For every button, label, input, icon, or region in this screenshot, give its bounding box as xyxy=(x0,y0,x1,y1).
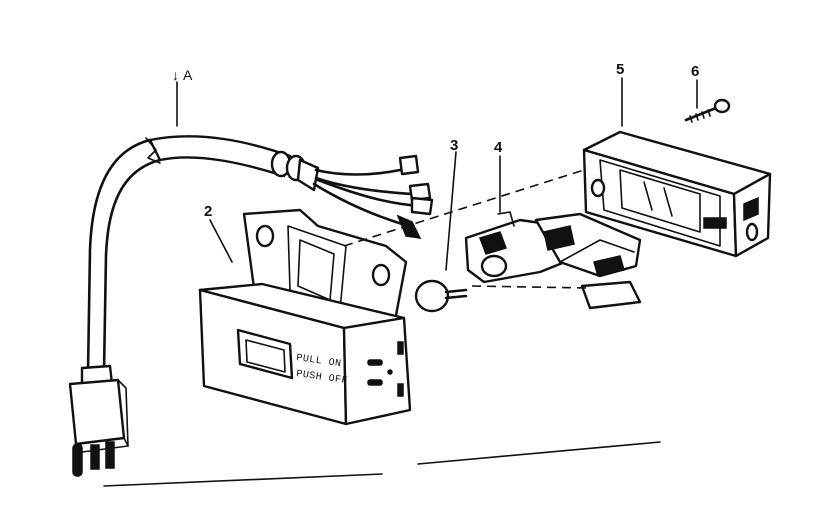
switch-mechanism xyxy=(464,211,642,310)
callout-part-3: 3 xyxy=(450,137,458,154)
cord-strain-relief xyxy=(270,150,320,192)
callout-part-2: 2 xyxy=(204,203,212,220)
switch-housing xyxy=(198,208,412,426)
switch-knob xyxy=(414,279,468,313)
leader-lines xyxy=(176,77,698,271)
ground-lines xyxy=(103,441,661,487)
receptacle-frame xyxy=(582,130,772,258)
screw xyxy=(684,98,731,123)
power-cord xyxy=(86,135,292,374)
wire-terminals xyxy=(396,154,434,239)
callout-part-4: 4 xyxy=(494,139,503,156)
callout-part-6: 6 xyxy=(691,63,699,80)
callout-part-5: 5 xyxy=(616,61,624,78)
lead-wires xyxy=(312,168,422,226)
plug xyxy=(68,364,129,477)
ref-arrow-a: ↓ xyxy=(172,67,179,83)
callout-ref-a: A xyxy=(183,67,193,83)
assembly-centerlines xyxy=(343,169,591,289)
